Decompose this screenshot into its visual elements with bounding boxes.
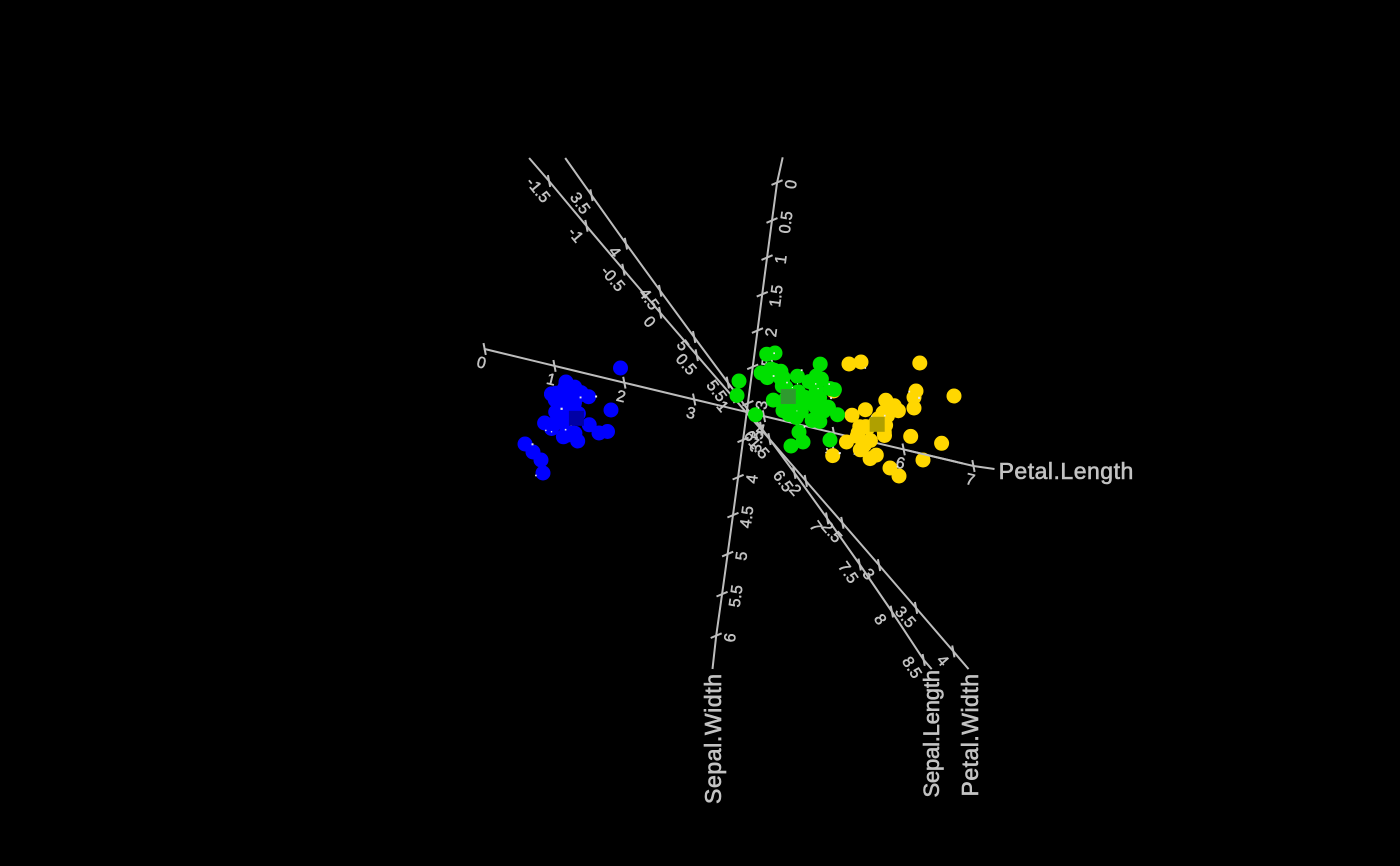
svg-text:8: 8: [870, 611, 889, 628]
svg-text:4.5: 4.5: [738, 505, 758, 529]
svg-text:Sepal.Length: Sepal.Length: [919, 670, 944, 797]
svg-text:0.5: 0.5: [777, 210, 797, 234]
svg-text:Petal.Length: Petal.Length: [999, 458, 1134, 484]
svg-text:0: 0: [783, 179, 801, 190]
svg-text:1: 1: [773, 254, 791, 265]
svg-text:-1: -1: [564, 224, 586, 246]
svg-text:6: 6: [722, 632, 740, 643]
svg-text:3.5: 3.5: [748, 430, 768, 454]
svg-text:5: 5: [733, 550, 751, 561]
svg-text:3.5: 3.5: [566, 190, 593, 218]
svg-text:7: 7: [964, 471, 977, 490]
svg-text:3: 3: [754, 400, 772, 411]
svg-text:2: 2: [763, 327, 781, 338]
svg-text:3.5: 3.5: [891, 604, 918, 632]
svg-text:0: 0: [475, 354, 488, 373]
svg-text:1: 1: [545, 371, 558, 390]
svg-text:4: 4: [933, 652, 952, 670]
svg-text:1.5: 1.5: [767, 284, 787, 308]
svg-text:Sepal.Width: Sepal.Width: [700, 673, 726, 804]
svg-text:Petal.Width: Petal.Width: [957, 673, 983, 796]
svg-text:5.5: 5.5: [727, 584, 747, 608]
svg-text:7.5: 7.5: [834, 559, 861, 587]
svg-text:3: 3: [684, 405, 697, 424]
svg-text:0.5: 0.5: [672, 351, 699, 379]
svg-text:2: 2: [615, 388, 628, 407]
svg-text:4: 4: [744, 473, 762, 484]
svg-text:0: 0: [640, 313, 659, 331]
svg-text:4: 4: [754, 421, 767, 440]
